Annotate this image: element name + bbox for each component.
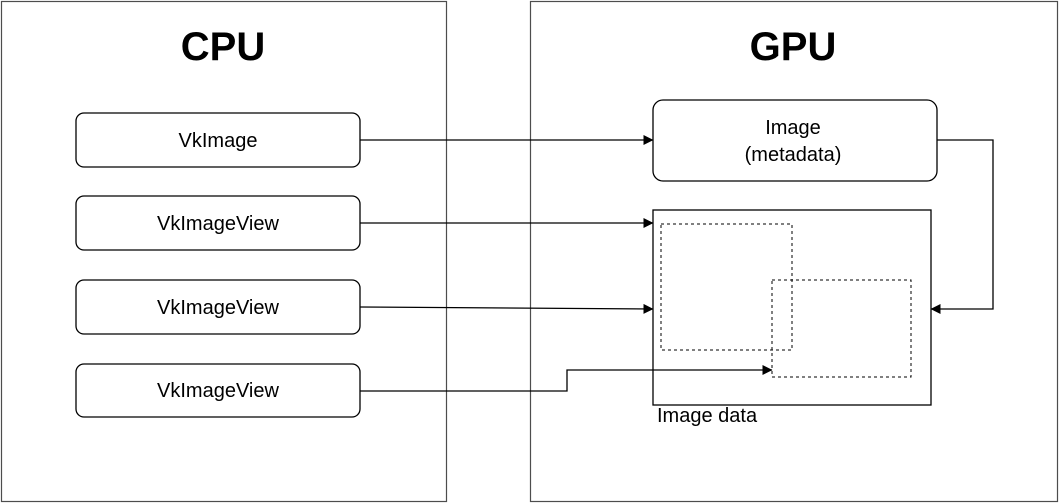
image-view-region-2 <box>771 279 912 378</box>
image-data-label: Image data <box>657 405 758 427</box>
cpu-panel-border <box>0 0 448 503</box>
gpu-node-image-data[interactable]: Image data <box>652 209 932 427</box>
gpu-node-image-metadata[interactable]: Image (metadata) <box>652 99 938 182</box>
arrow-image-metadata-to-image-data <box>930 139 994 314</box>
image-metadata-box <box>652 99 938 182</box>
gpu-panel-title: GPU <box>750 25 837 69</box>
arrow-imageview2-to-image-data <box>359 303 654 314</box>
connectors <box>359 135 994 392</box>
image-view-region-1 <box>660 223 793 351</box>
cpu-node-vkimageview-3[interactable]: VkImageView <box>75 363 361 418</box>
cpu-node-vkimageview-2[interactable]: VkImageView <box>75 279 361 335</box>
image-metadata-label-line1: Image <box>765 117 821 139</box>
cpu-node-label: VkImageView <box>157 297 279 319</box>
cpu-panel: CPU <box>0 0 448 503</box>
cpu-node-vkimageview-1[interactable]: VkImageView <box>75 195 361 251</box>
cpu-node-label: VkImage <box>179 130 258 152</box>
cpu-panel-title: CPU <box>181 25 265 69</box>
cpu-node-label: VkImageView <box>157 213 279 235</box>
arrow-imageview3-to-view-region-2 <box>360 365 773 392</box>
cpu-node-vkimage[interactable]: VkImage <box>75 112 361 168</box>
image-metadata-label-line2: (metadata) <box>745 144 842 166</box>
cpu-node-label: VkImageView <box>157 380 279 402</box>
